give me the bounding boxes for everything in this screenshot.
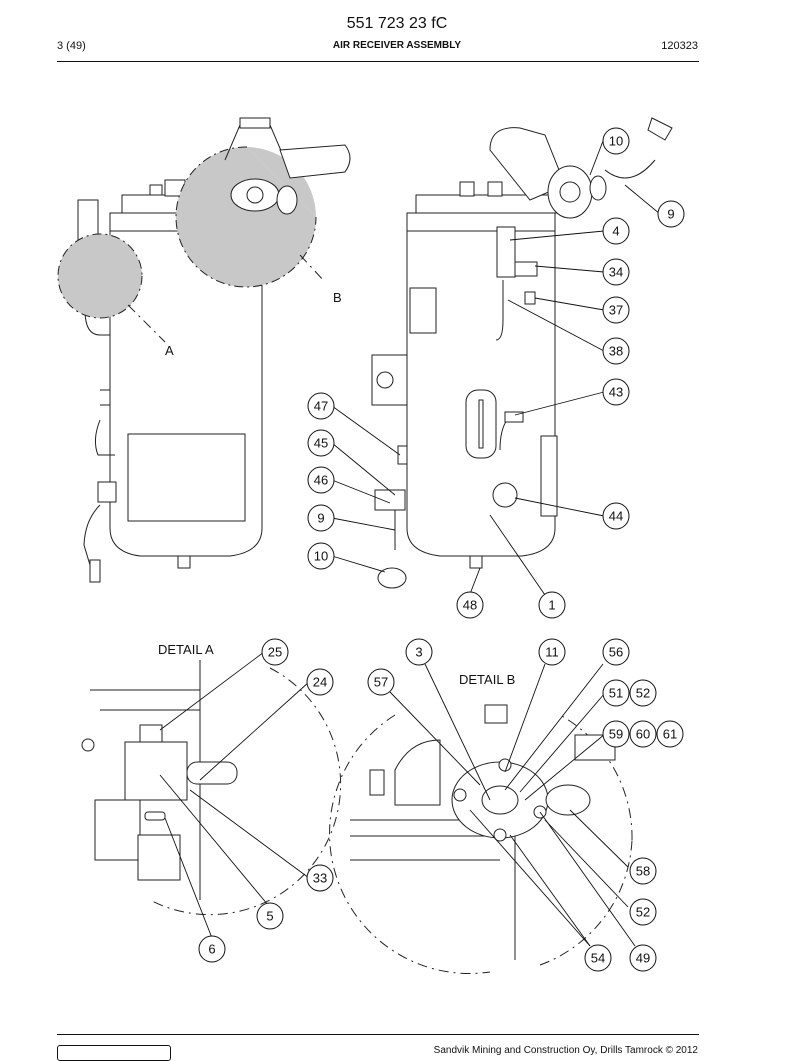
callout-44: 44: [602, 502, 630, 530]
callout-37: 37: [602, 296, 630, 324]
callout-10-mid: 10: [307, 542, 335, 570]
detail-a-highlight: [57, 233, 143, 319]
callout-52-top: 52: [629, 679, 657, 707]
svg-text:25: 25: [268, 645, 282, 660]
sandvik-logo: [57, 1045, 171, 1061]
detail-b-drawing: [329, 704, 633, 974]
callout-6: 6: [198, 935, 226, 963]
callout-58: 58: [629, 857, 657, 885]
svg-text:38: 38: [609, 344, 623, 359]
page-title: AIR RECEIVER ASSEMBLY: [332, 40, 462, 51]
callout-10-top: 10: [602, 127, 630, 155]
tank-side-view: [371, 194, 567, 589]
callout-43: 43: [602, 378, 630, 406]
detail-b-highlight: [175, 146, 317, 288]
svg-text:60: 60: [636, 727, 650, 742]
callout-48: 48: [456, 591, 484, 619]
footer-copyright: Sandvik Mining and Construction Oy, Dril…: [433, 1045, 698, 1056]
svg-text:57: 57: [374, 675, 388, 690]
svg-text:46: 46: [314, 473, 328, 488]
callout-61: 61: [656, 720, 684, 748]
date-code: 120323: [661, 40, 698, 52]
svg-text:9: 9: [317, 511, 324, 526]
detail-b-title: DETAIL B: [459, 672, 515, 687]
svg-text:1: 1: [548, 598, 555, 613]
svg-text:59: 59: [609, 727, 623, 742]
callout-25: 25: [261, 638, 289, 666]
callout-3: 3: [405, 638, 433, 666]
document-number: 551 723 23 fC: [346, 15, 448, 32]
svg-text:10: 10: [314, 549, 328, 564]
valve-assembly-side: [459, 117, 673, 219]
svg-text:5: 5: [266, 909, 273, 924]
svg-text:10: 10: [609, 134, 623, 149]
callout-47: 47: [307, 392, 335, 420]
callout-46: 46: [307, 466, 335, 494]
svg-text:52: 52: [636, 686, 650, 701]
svg-text:33: 33: [313, 871, 327, 886]
leader-lines: [159, 140, 661, 947]
svg-text:61: 61: [663, 727, 677, 742]
svg-text:43: 43: [609, 385, 623, 400]
callout-33: 33: [306, 864, 334, 892]
page-number: 3 (49): [57, 40, 86, 52]
callout-51: 51: [602, 679, 630, 707]
callout-9-mid: 9: [307, 504, 335, 532]
svg-text:9: 9: [667, 207, 674, 222]
svg-text:24: 24: [313, 675, 327, 690]
svg-text:49: 49: [636, 951, 650, 966]
svg-text:54: 54: [591, 951, 605, 966]
svg-text:3: 3: [415, 645, 422, 660]
callout-52-bottom: 52: [629, 898, 657, 926]
header-rule: [57, 61, 699, 62]
svg-text:6: 6: [208, 942, 215, 957]
callout-1: 1: [538, 591, 566, 619]
detail-a-title: DETAIL A: [158, 642, 214, 657]
callout-57: 57: [367, 668, 395, 696]
svg-text:4: 4: [612, 224, 619, 239]
footer-rule: [57, 1034, 699, 1035]
svg-text:34: 34: [609, 265, 623, 280]
callout-60: 60: [629, 720, 657, 748]
detail-b-marker: B: [333, 290, 342, 305]
top-fittings-front: [149, 179, 186, 197]
callout-11: 11: [538, 638, 566, 666]
callout-24: 24: [306, 668, 334, 696]
svg-text:37: 37: [609, 303, 623, 318]
svg-text:48: 48: [463, 598, 477, 613]
svg-text:56: 56: [609, 645, 623, 660]
svg-text:11: 11: [545, 645, 559, 660]
callout-59: 59: [602, 720, 630, 748]
valve-assembly-front: [224, 117, 351, 215]
callout-54: 54: [584, 944, 612, 972]
callout-38: 38: [602, 337, 630, 365]
svg-text:44: 44: [609, 509, 623, 524]
callout-4: 4: [602, 217, 630, 245]
svg-text:45: 45: [314, 436, 328, 451]
svg-text:52: 52: [636, 905, 650, 920]
detail-a-marker: A: [165, 343, 174, 358]
callout-34: 34: [602, 258, 630, 286]
callout-9-top: 9: [657, 200, 685, 228]
callout-45: 45: [307, 429, 335, 457]
callout-56: 56: [602, 638, 630, 666]
callout-49: 49: [629, 944, 657, 972]
svg-text:51: 51: [609, 686, 623, 701]
svg-text:47: 47: [314, 399, 328, 414]
callout-5: 5: [256, 902, 284, 930]
detail-a-drawing: [81, 660, 342, 916]
svg-text:58: 58: [636, 864, 650, 879]
